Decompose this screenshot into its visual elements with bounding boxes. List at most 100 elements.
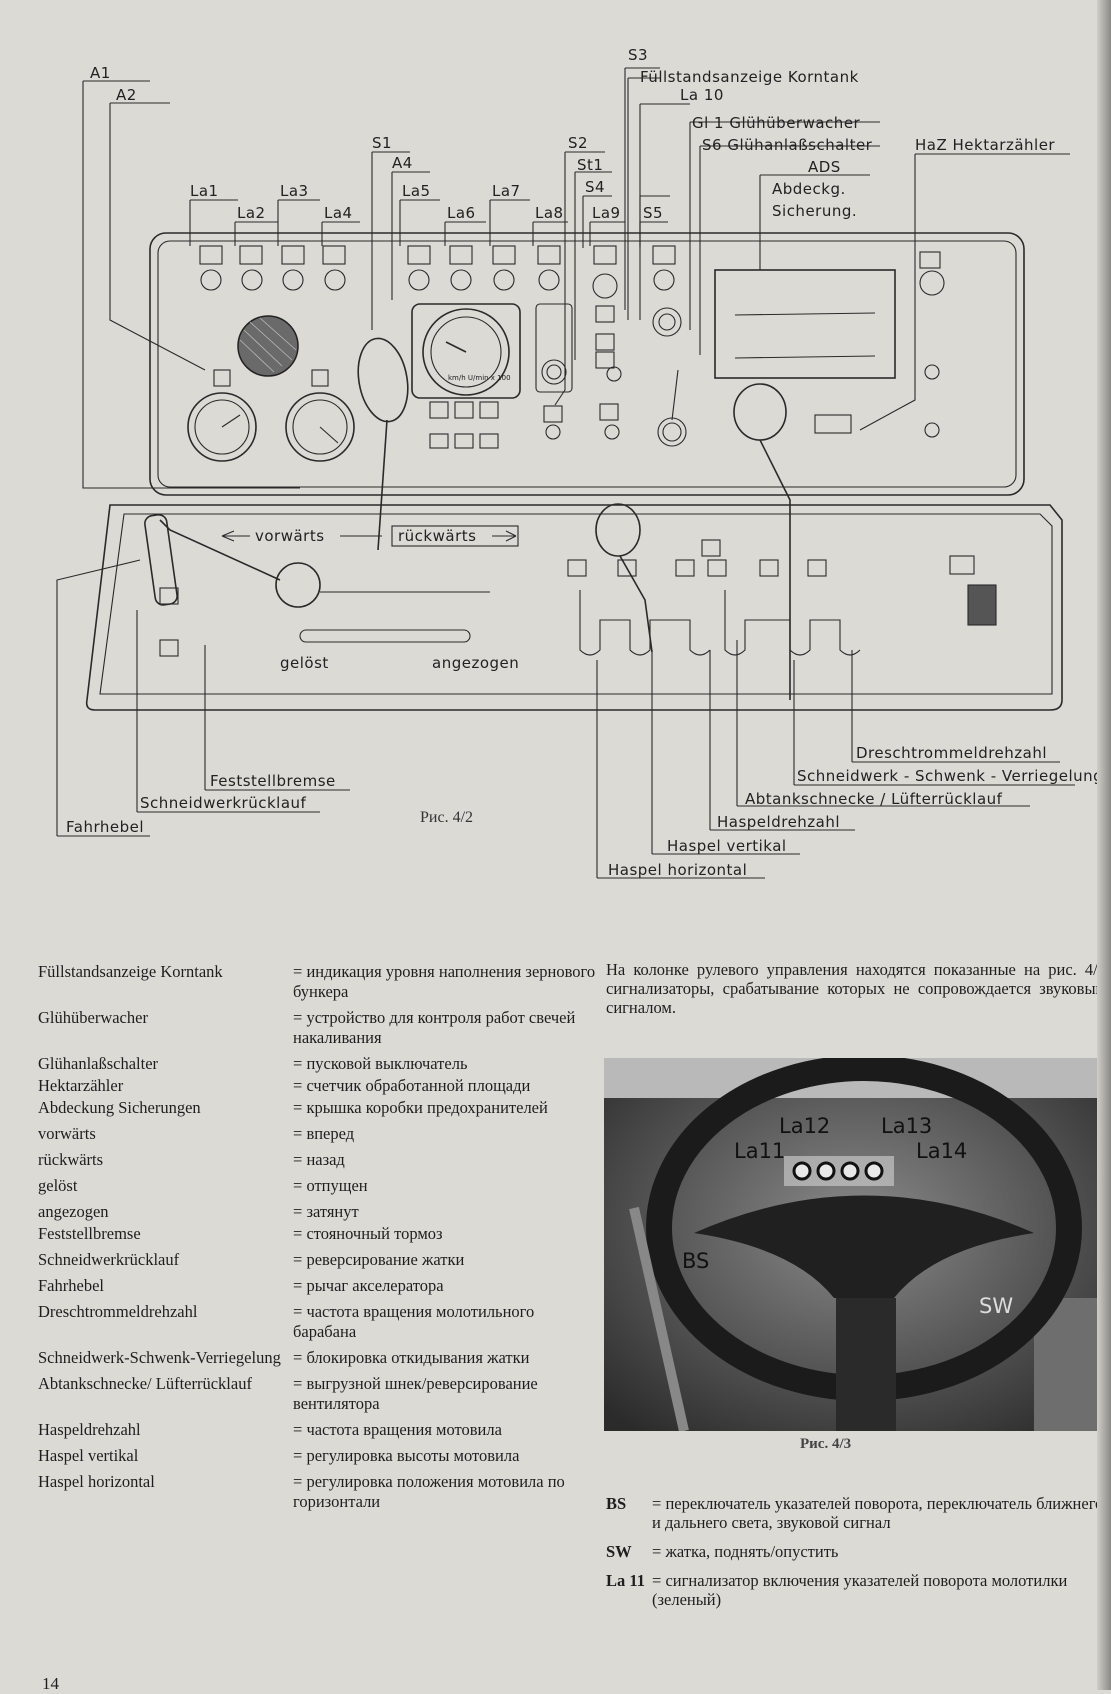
glossary-term-ru: счетчик обработанной площади bbox=[293, 1076, 598, 1096]
label-angezogen: angezogen bbox=[432, 654, 519, 672]
legend-text: жатка, поднять/опустить bbox=[652, 1542, 1111, 1561]
glossary-term-de: Glühüberwacher bbox=[38, 1008, 148, 1027]
glossary-row: Glühüberwacherустройство для контроля ра… bbox=[38, 1008, 598, 1048]
svg-text:St1: St1 bbox=[577, 156, 603, 174]
label-vorwaerts: vorwärts bbox=[255, 527, 325, 545]
glossary-row: Hektarzähler счетчик обработанной площади bbox=[38, 1076, 598, 1096]
svg-text:La8: La8 bbox=[535, 204, 564, 222]
svg-text:SW: SW bbox=[979, 1294, 1013, 1318]
glossary-term-ru: затянут bbox=[293, 1202, 598, 1222]
svg-text:S5: S5 bbox=[643, 204, 663, 222]
glossary-term-de: Abdeckung Sicherungen bbox=[38, 1098, 201, 1117]
glossary-row: Abdeckung Sicherungen крышка коробки пред… bbox=[38, 1098, 598, 1118]
glossary-row: Schneidwerk-Schwenk-Verriegelung блокиров… bbox=[38, 1348, 598, 1368]
glossary-term-de: Haspeldrehzahl bbox=[38, 1420, 141, 1439]
bottom-labels: Feststellbremse Schneidwerkrücklauf Fahr… bbox=[66, 744, 1103, 879]
svg-text:La 10: La 10 bbox=[680, 86, 724, 104]
svg-text:La12: La12 bbox=[779, 1114, 830, 1138]
glossary-term-ru: частота вращения мотовила bbox=[293, 1420, 598, 1440]
svg-text:A1: A1 bbox=[90, 64, 111, 82]
page-number: 14 bbox=[42, 1674, 59, 1693]
glossary-term-ru: стояночный тормоз bbox=[293, 1224, 598, 1244]
svg-text:Feststellbremse: Feststellbremse bbox=[210, 772, 336, 790]
legend-row: La 11 сигнализатор включения указателей п… bbox=[606, 1571, 1111, 1609]
fuse-cover bbox=[714, 251, 945, 438]
bottom-leader-lines bbox=[56, 559, 1075, 879]
svg-text:A2: A2 bbox=[116, 86, 137, 104]
photo-caption: Рис. 4/3 bbox=[800, 1436, 852, 1452]
glossary-term-de: Fahrhebel bbox=[38, 1276, 104, 1295]
svg-text:Dreschtrommeldrehzahl: Dreschtrommeldrehzahl bbox=[856, 744, 1047, 762]
svg-text:Füllstandsanzeige Korntank: Füllstandsanzeige Korntank bbox=[640, 68, 859, 86]
speed-gauge: km/h U/min x 100 bbox=[411, 303, 521, 449]
glossary-term-de: Schneidwerk-Schwenk-Verriegelung bbox=[38, 1348, 281, 1367]
svg-text:ADS: ADS bbox=[808, 158, 841, 176]
svg-text:Haspeldrehzahl: Haspeldrehzahl bbox=[717, 813, 840, 831]
glossary-term-ru: блокировка откидывания жатки bbox=[293, 1348, 598, 1368]
glossary-row: Haspel vertikalрегулировка высоты мотови… bbox=[38, 1446, 598, 1466]
glossary-term-de: Füllstandsanzeige Korntank bbox=[38, 962, 223, 981]
svg-text:HaZ Hektarzähler: HaZ Hektarzähler bbox=[915, 136, 1055, 154]
svg-text:La14: La14 bbox=[916, 1139, 967, 1163]
legend-row: BSпереключатель указателей поворота, пер… bbox=[606, 1494, 1111, 1532]
top-labels: A1 A2 S1 A4 S2 St1 S4 S5 S3 Füllstandsan… bbox=[90, 46, 1055, 222]
glossary-term-ru: регулировка положения мотовила по горизо… bbox=[293, 1472, 598, 1512]
legend-key: La 11 bbox=[606, 1571, 645, 1590]
glossary-row: Haspeldrehzahl частота вращения мотовила bbox=[38, 1420, 598, 1440]
glossary-term-ru: крышка коробки предохранителей bbox=[293, 1098, 598, 1118]
switch-column bbox=[535, 303, 687, 447]
svg-text:La11: La11 bbox=[734, 1139, 785, 1163]
svg-text:S4: S4 bbox=[585, 178, 605, 196]
svg-text:Gl 1 Glühüberwacher: Gl 1 Glühüberwacher bbox=[692, 114, 861, 132]
hectare-counter bbox=[814, 414, 852, 434]
direction-arrows: vorwärts rückwärts gelöst angezogen bbox=[221, 525, 519, 672]
glossary-term-ru: индикация уровня наполнения зернового бу… bbox=[293, 962, 598, 1002]
glossary-term-ru: регулировка высоты мотовила bbox=[293, 1446, 598, 1466]
photo-legend: BSпереключатель указателей поворота, пер… bbox=[606, 1494, 1111, 1619]
label-rueckwaerts: rückwärts bbox=[398, 527, 476, 545]
legend-row: SW жатка, поднять/опустить bbox=[606, 1542, 1111, 1561]
glossary-row: vorwärtsвперед bbox=[38, 1124, 598, 1144]
svg-text:La13: La13 bbox=[881, 1114, 932, 1138]
glossary-row: Schneidwerkrücklaufреверсирование жатки bbox=[38, 1250, 598, 1270]
intro-text: На колонке рулевого управления находятся… bbox=[606, 960, 1106, 1017]
glossary-term-de: Haspel horizontal bbox=[38, 1472, 155, 1491]
glossary-term-de: Feststellbremse bbox=[38, 1224, 141, 1243]
svg-text:Abtankschnecke / Lüfterrücklau: Abtankschnecke / Lüfterrücklauf bbox=[745, 790, 1003, 808]
glossary-row: Glühanlaßschalter пусковой выключатель bbox=[38, 1054, 598, 1074]
dashboard-diagram: km/h U/min x 100 bbox=[56, 46, 1103, 879]
svg-text:La1: La1 bbox=[190, 182, 219, 200]
legend-key: SW bbox=[606, 1542, 632, 1561]
figure-caption: Рис. 4/2 bbox=[420, 809, 473, 826]
temperature-gauges bbox=[187, 369, 355, 462]
svg-text:La4: La4 bbox=[324, 204, 353, 222]
svg-text:La9: La9 bbox=[592, 204, 621, 222]
indicator-lamps bbox=[199, 245, 676, 299]
levers bbox=[144, 337, 791, 700]
svg-text:Abdeckg.: Abdeckg. bbox=[772, 180, 846, 198]
svg-text:La3: La3 bbox=[280, 182, 309, 200]
glossary: Füllstandsanzeige Korntank индикация уров… bbox=[38, 962, 598, 1518]
glossary-term-ru: вперед bbox=[293, 1124, 598, 1144]
glossary-row: gelöstотпущен bbox=[38, 1176, 598, 1196]
glossary-term-ru: пусковой выключатель bbox=[293, 1054, 598, 1074]
glossary-term-de: Glühanlaßschalter bbox=[38, 1054, 159, 1073]
glossary-row: Abtankschnecke/ Lüfterrücklaufвыгрузной … bbox=[38, 1374, 598, 1414]
glossary-row: angezogen затянут bbox=[38, 1202, 598, 1222]
glossary-row: rückwärtsназад bbox=[38, 1150, 598, 1170]
svg-text:Fahrhebel: Fahrhebel bbox=[66, 818, 144, 836]
glossary-term-ru: частота вращения молотильного барабана bbox=[293, 1302, 598, 1342]
svg-text:Sicherung.: Sicherung. bbox=[772, 202, 857, 220]
legend-text: сигнализатор включения указателей поворо… bbox=[652, 1571, 1111, 1609]
glossary-term-de: Hektarzähler bbox=[38, 1076, 124, 1095]
gauge-units: km/h U/min x 100 bbox=[448, 374, 511, 382]
svg-text:S2: S2 bbox=[568, 134, 588, 152]
glossary-term-de: angezogen bbox=[38, 1202, 109, 1221]
svg-text:S6 Glühanlaßschalter: S6 Glühanlaßschalter bbox=[702, 136, 873, 154]
svg-text:S1: S1 bbox=[372, 134, 392, 152]
glossary-term-de: Dreschtrommeldrehzahl bbox=[38, 1302, 198, 1321]
svg-text:S3: S3 bbox=[628, 46, 648, 64]
svg-text:La6: La6 bbox=[447, 204, 476, 222]
svg-text:A4: A4 bbox=[392, 154, 413, 172]
glossary-term-ru: рычаг акселератора bbox=[293, 1276, 598, 1296]
